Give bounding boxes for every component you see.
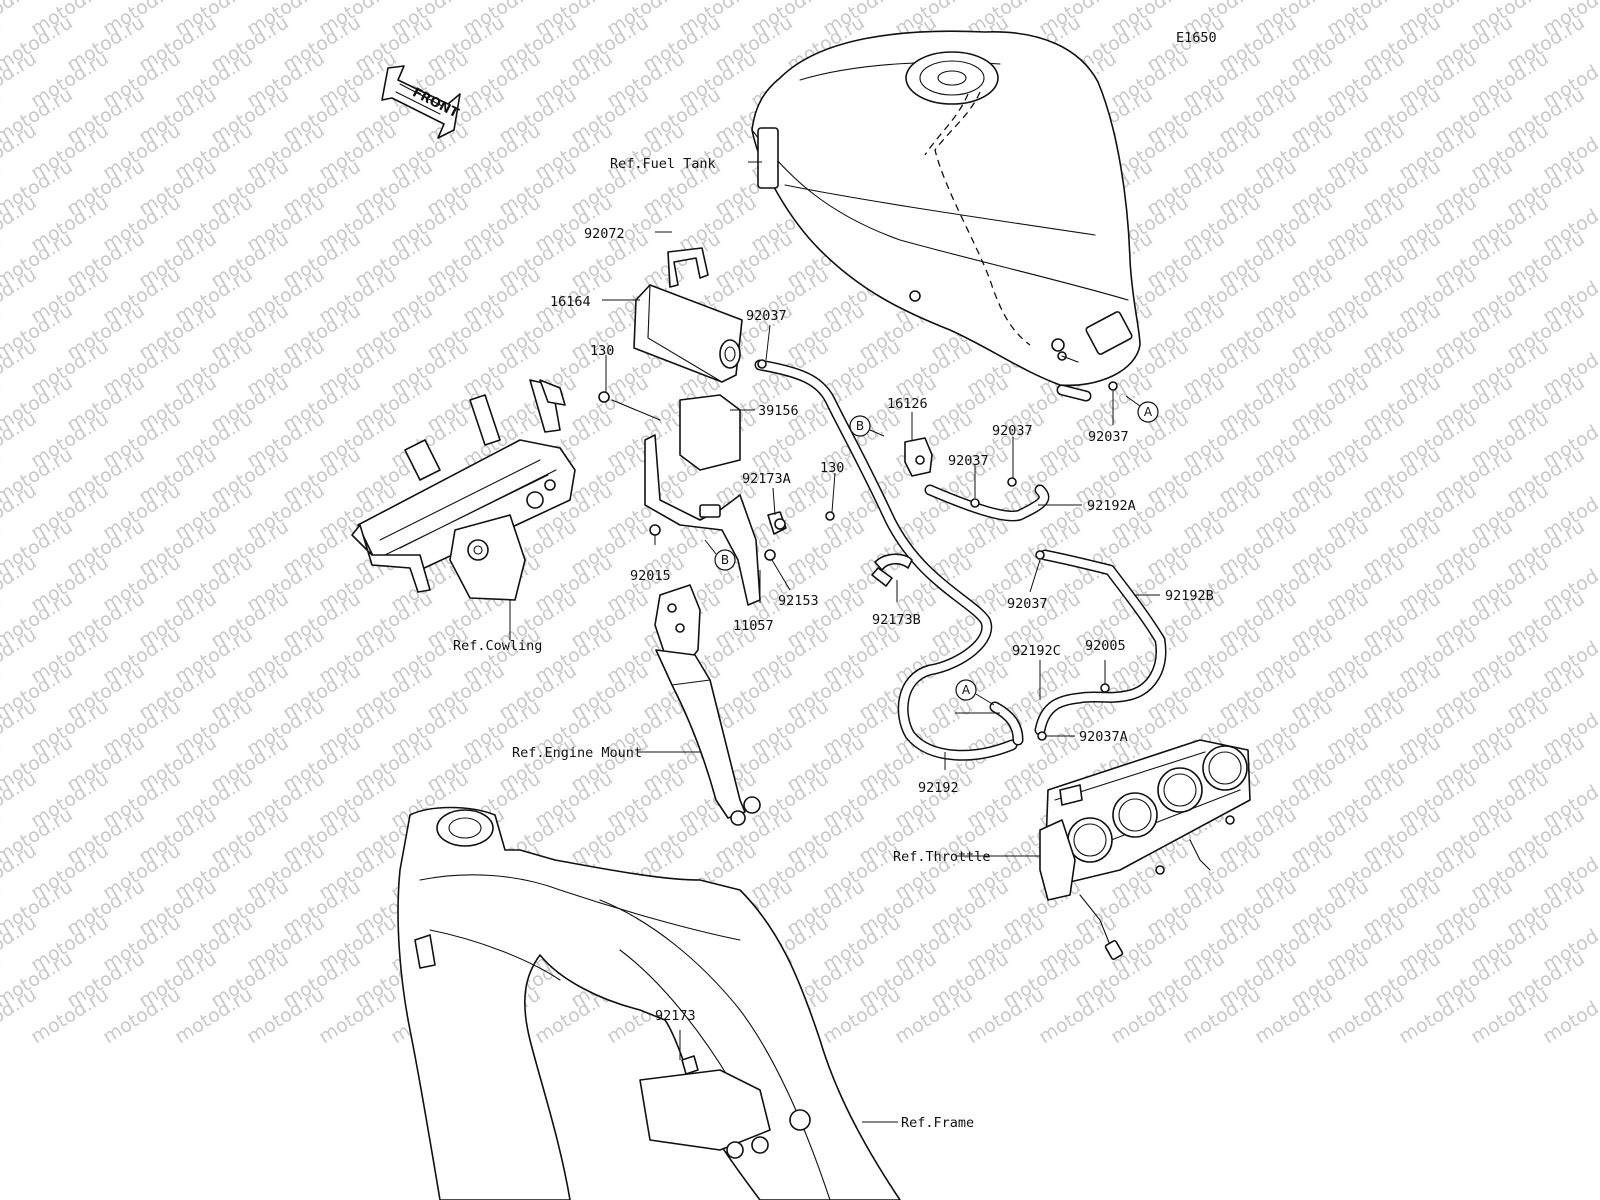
- part-number-92192B: 92192B: [1165, 588, 1214, 604]
- part-number-92192: 92192: [918, 780, 959, 796]
- part-number-130-right: 130: [820, 460, 844, 476]
- part-number-39156: 39156: [758, 403, 799, 419]
- part-number-16126: 16126: [887, 396, 928, 412]
- diagram-code: E1650: [1176, 30, 1217, 46]
- connection-marker-a-tank: A: [1137, 401, 1159, 423]
- part-number-92173B: 92173B: [872, 612, 921, 628]
- engine-mount-illustration: [654, 584, 761, 826]
- part-number-130-left: 130: [590, 343, 614, 359]
- part-number-92037-canister: 92037: [746, 308, 787, 324]
- ref-engine-mount: Ref.Engine Mount: [512, 745, 642, 761]
- svg-text:A: A: [1144, 405, 1153, 419]
- part-number-92192C: 92192C: [1012, 643, 1061, 659]
- hose-lines: [754, 359, 1167, 761]
- fuel-tank-illustration: [751, 30, 1141, 387]
- cowling-bracket-illustration: [351, 379, 576, 601]
- svg-text:B: B: [856, 419, 864, 433]
- part-number-92037-valve-top: 92037: [992, 423, 1033, 439]
- canister-assembly: [598, 247, 835, 606]
- connection-marker-a-hose: A: [955, 679, 977, 701]
- svg-text:A: A: [962, 683, 971, 697]
- part-number-92173: 92173: [655, 1008, 696, 1024]
- throttle-body-illustration: [1039, 739, 1251, 960]
- connection-marker-b-bracket: B: [714, 549, 736, 571]
- ref-frame: Ref.Frame: [901, 1115, 974, 1131]
- part-number-92173A: 92173A: [742, 471, 791, 487]
- part-number-92037-tank: 92037: [1088, 429, 1129, 445]
- ref-throttle: Ref.Throttle: [893, 849, 991, 865]
- frame-illustration: [397, 806, 901, 1200]
- part-number-92015: 92015: [630, 568, 671, 584]
- ref-cowling: Ref.Cowling: [453, 638, 542, 654]
- leader-lines: [509, 161, 1160, 1123]
- part-number-92037-lower: 92037: [1007, 596, 1048, 612]
- part-number-92192A: 92192A: [1087, 498, 1136, 514]
- watermark-text: motod.ru: [1539, 983, 1600, 1048]
- ref-fuel-tank: Ref.Fuel Tank: [610, 156, 716, 172]
- part-number-92037-valve: 92037: [948, 453, 989, 469]
- connection-marker-b-hose: B: [849, 415, 871, 437]
- part-number-92153: 92153: [778, 593, 819, 609]
- part-number-92005: 92005: [1085, 638, 1126, 654]
- svg-text:B: B: [721, 553, 729, 567]
- front-arrow-icon: FRONT: [381, 65, 461, 139]
- valve-assembly: [757, 359, 1118, 741]
- part-number-11057: 11057: [733, 618, 774, 634]
- part-number-92037A: 92037A: [1079, 729, 1128, 745]
- part-number-16164: 16164: [550, 294, 591, 310]
- part-number-92072: 92072: [584, 226, 625, 242]
